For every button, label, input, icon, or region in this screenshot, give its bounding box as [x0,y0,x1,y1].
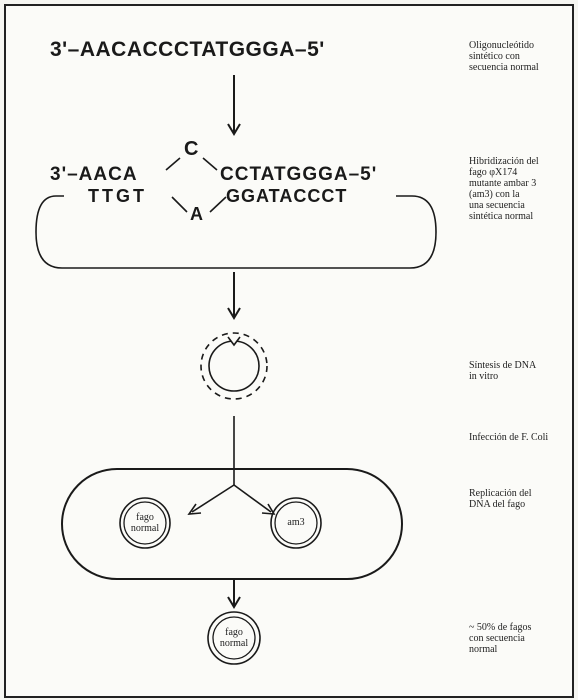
hyb-top-left: 3'–AACA [50,164,138,186]
note-line: sintética normal [469,211,569,222]
note-line: Hibridización del [469,156,569,167]
hyb-bottom-right: GGATACCCT [226,186,347,207]
note-line: Replicación del [469,488,569,499]
hyb-bottom-left: TTGT [88,186,147,207]
note-result: ~ 50% de fagos con secuencia normal [469,622,569,655]
branch-left-head [189,504,201,514]
hyb-bulge-top: C [184,138,198,161]
note-line: Síntesis de DNA [469,360,569,371]
note-dna-synthesis: Síntesis de DNA in vitro [469,360,569,382]
branch-right [234,485,271,512]
label-result-phage: fago normal [214,627,254,649]
note-line: normal [469,644,569,655]
template-circle [209,341,259,391]
note-line: in vitro [469,371,569,382]
note-line: ~ 50% de fagos [469,622,569,633]
label-line: fago [214,627,254,638]
hyb-bulge-bottom: A [190,204,203,225]
branch-left [192,485,234,512]
note-line: una secuencia [469,200,569,211]
note-hybridization: Hibridización del fago φX174 mutante amb… [469,156,569,222]
label-line: fago [125,512,165,523]
note-line: fago φX174 [469,167,569,178]
note-line: (am3) con la [469,189,569,200]
note-line: mutante ambar 3 [469,178,569,189]
note-line: Infección de F. Coli [469,432,569,443]
note-line: DNA del fago [469,499,569,510]
label-line: normal [125,523,165,534]
note-line: sintético con [469,51,569,62]
note-line: Oligonucleótido [469,40,569,51]
note-replication: Replicación del DNA del fago [469,488,569,510]
label-normal-phage: fago normal [125,512,165,534]
note-oligonucleotide: Oligonucleótido sintético con secuencia … [469,40,569,73]
label-am3: am3 [276,517,316,528]
hyb-top-right: CCTATGGGA–5' [220,164,377,186]
label-line: normal [214,638,254,649]
note-line: con secuencia [469,633,569,644]
note-infection: Infección de F. Coli [469,432,569,443]
note-line: secuencia normal [469,62,569,73]
oligo-sequence: 3'–AACACCCTATGGGA–5' [50,38,325,62]
